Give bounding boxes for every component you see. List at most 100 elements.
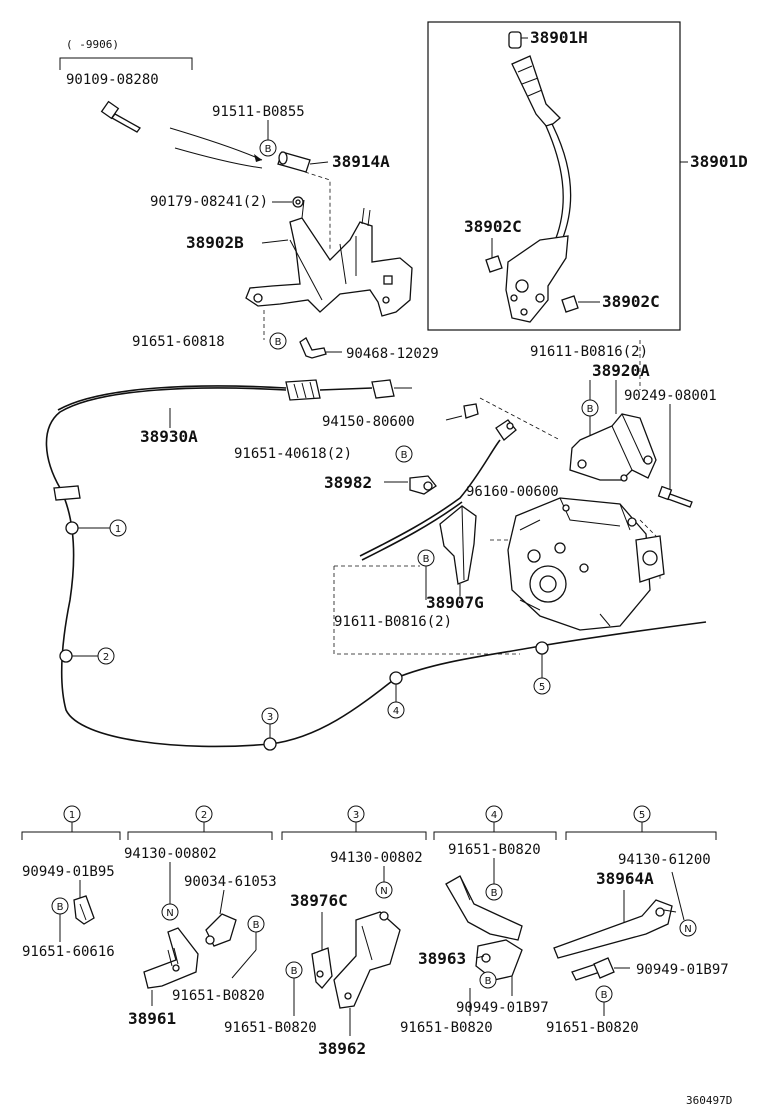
- circle-4-marker: 4: [387, 701, 405, 719]
- circle-b-marker: B: [581, 399, 599, 417]
- circle-b-marker: B: [269, 332, 287, 350]
- svg-text:B: B: [275, 337, 282, 348]
- part-label: 91511-B0855: [212, 104, 305, 120]
- circle-3-marker: 3: [261, 707, 279, 725]
- part-label: 38920A: [592, 361, 650, 380]
- sleeve-part-icon: [277, 151, 311, 173]
- circle-5-marker: 5: [533, 677, 551, 695]
- part-label: 90249-08001: [624, 388, 717, 404]
- bushing-icon: [485, 255, 503, 273]
- circle-b-marker: B: [595, 985, 613, 1003]
- part-label: 91651-B0820: [172, 988, 265, 1004]
- bracket-part-icon: [245, 199, 413, 317]
- circle-1-marker: 1: [109, 519, 127, 537]
- part-label: 90468-12029: [346, 346, 439, 362]
- part-label: 90949-01B97: [456, 1000, 549, 1016]
- part-label: 38907G: [426, 593, 484, 612]
- part-label: 90949-01B95: [22, 864, 115, 880]
- circle-b-marker: B: [417, 549, 435, 567]
- part-label: 91611-B0816(2): [530, 344, 648, 360]
- part-label: 38914A: [332, 152, 390, 171]
- part-label: 38902C: [464, 217, 522, 236]
- detail-header-1: 1: [21, 805, 121, 840]
- bracket-part-icon: [445, 875, 523, 981]
- svg-text:4: 4: [491, 810, 497, 821]
- clamp-part-icon: [73, 895, 95, 925]
- clip-part-icon: [299, 337, 327, 359]
- detail-header-3: 3: [281, 805, 427, 840]
- svg-text:4: 4: [393, 706, 399, 717]
- circle-b-marker: B: [479, 971, 497, 989]
- svg-text:B: B: [423, 554, 430, 565]
- circle-b-marker: B: [259, 139, 277, 157]
- part-label: 94130-61200: [618, 852, 711, 868]
- svg-text:B: B: [601, 990, 608, 1001]
- arrow-line: [174, 147, 263, 169]
- part-label: 38962: [318, 1039, 366, 1058]
- part-label: 90034-61053: [184, 874, 277, 890]
- detail-header-4: 4: [433, 805, 557, 840]
- svg-text:2: 2: [201, 810, 207, 821]
- circle-2-marker: 2: [97, 647, 115, 665]
- part-label: 91651-60616: [22, 944, 115, 960]
- date-note: ( -9906): [66, 38, 119, 51]
- svg-text:B: B: [401, 450, 408, 461]
- part-label: 96160-00600: [466, 484, 559, 500]
- part-label: 91651-B0820: [224, 1020, 317, 1036]
- clip-point: [389, 671, 403, 685]
- part-label: 38902B: [186, 233, 244, 252]
- part-label: 91651-B0820: [448, 842, 541, 858]
- circle-b-marker: B: [395, 445, 413, 463]
- circle-b-marker: B: [247, 915, 265, 933]
- arrow-line: [169, 127, 263, 161]
- svg-text:B: B: [57, 902, 64, 913]
- cable-assembly: [45, 379, 707, 748]
- bracket-line: [59, 57, 193, 70]
- bracket-part-icon: [333, 911, 401, 1009]
- part-label: 38930A: [140, 427, 198, 446]
- bushing-icon: [561, 295, 579, 313]
- part-label: 90179-08241(2): [150, 194, 268, 210]
- svg-text:1: 1: [115, 524, 121, 535]
- svg-text:N: N: [380, 886, 387, 897]
- nut-icon: [463, 403, 479, 419]
- svg-text:B: B: [485, 976, 492, 987]
- svg-text:3: 3: [267, 712, 273, 723]
- part-label: 38964A: [596, 869, 654, 888]
- part-label: 38961: [128, 1009, 176, 1028]
- bracket-part-icon: [143, 927, 199, 989]
- part-label: 38901H: [530, 28, 588, 47]
- circle-b-marker: B: [285, 961, 303, 979]
- svg-text:5: 5: [539, 682, 545, 693]
- clamp-part-icon: [205, 913, 237, 947]
- clip-point: [65, 521, 79, 535]
- part-label: 91651-60818: [132, 334, 225, 350]
- svg-text:B: B: [491, 888, 498, 899]
- assembly-box: [427, 21, 681, 331]
- part-label: 94150-80600: [322, 414, 415, 430]
- bracket-part-icon: [439, 505, 477, 585]
- part-label: 90949-01B97: [636, 962, 729, 978]
- svg-text:1: 1: [69, 810, 75, 821]
- part-label: 94130-00802: [124, 846, 217, 862]
- part-label: 38963: [418, 949, 466, 968]
- knob-cap-icon: [508, 31, 522, 49]
- clip-point: [59, 649, 73, 663]
- svg-text:B: B: [587, 404, 594, 415]
- svg-text:2: 2: [103, 652, 109, 663]
- svg-text:3: 3: [353, 810, 359, 821]
- svg-text:N: N: [166, 908, 173, 919]
- part-label: 91611-B0816(2): [334, 614, 452, 630]
- cable-end-icon: [495, 419, 517, 441]
- svg-text:B: B: [253, 920, 260, 931]
- nut-icon: [292, 196, 304, 208]
- bracket-part-icon: [553, 899, 677, 959]
- part-label: 38976C: [290, 891, 348, 910]
- part-label: 90109-08280: [66, 72, 159, 88]
- detail-header-5: 5: [565, 805, 717, 840]
- transmission-icon: [507, 497, 665, 631]
- circle-b-marker: B: [51, 897, 69, 915]
- bolt-icon: [100, 100, 141, 133]
